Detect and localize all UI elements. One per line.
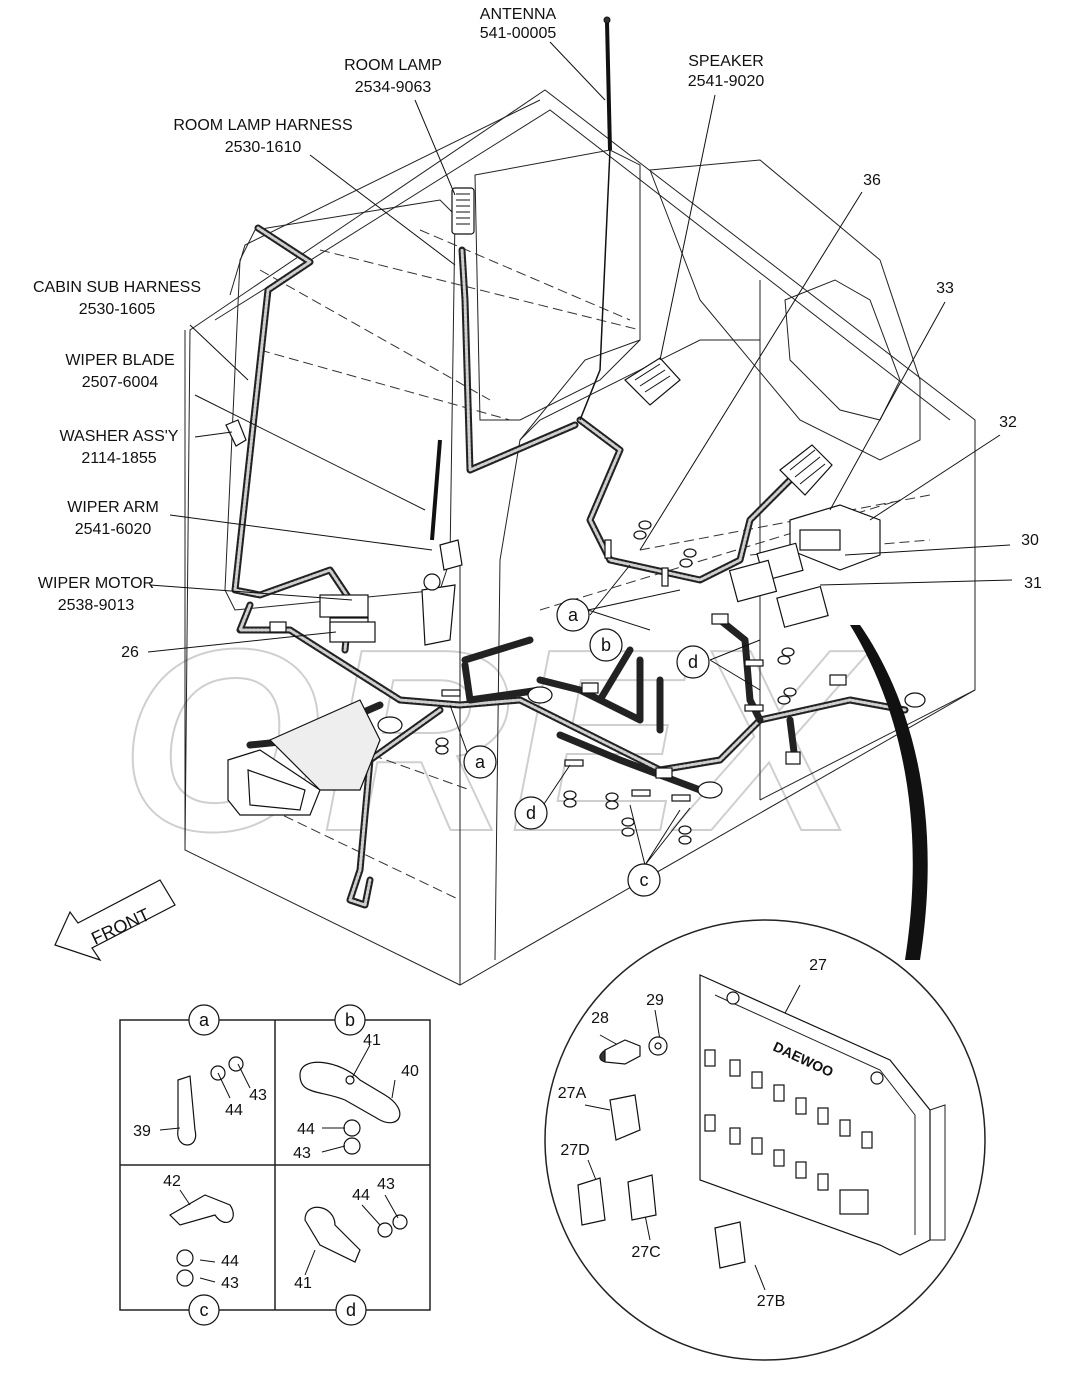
part-27c: 27C <box>631 1244 660 1261</box>
part-40: 40 <box>401 1063 419 1080</box>
components <box>225 16 926 845</box>
watermark-text: OREX <box>120 596 870 886</box>
part-27b: 27B <box>757 1293 785 1310</box>
room-lamp-harness-part-number: 2530-1610 <box>225 139 302 156</box>
washer-assy-label: WASHER ASS'Y <box>60 428 179 445</box>
part-27a: 27A <box>558 1085 587 1102</box>
wiper-motor-label: WIPER MOTOR <box>38 575 154 592</box>
speaker-left <box>624 357 681 406</box>
callouts: a a b d d c a b c d <box>188 598 710 1326</box>
callout-d-2: d <box>526 803 536 823</box>
part-44-c: 44 <box>221 1253 239 1270</box>
clamp-detail-table <box>119 1019 431 1311</box>
callout-d-1: d <box>688 652 698 672</box>
antenna-label: ANTENNA <box>480 6 557 23</box>
part-44-a: 44 <box>225 1102 243 1119</box>
room-lamp-harness-label: ROOM LAMP HARNESS <box>173 117 352 134</box>
wiper-arm-part-number: 2541-6020 <box>75 521 152 538</box>
callout-c-1: c <box>640 870 649 890</box>
part-36: 36 <box>863 172 881 189</box>
speaker-right <box>779 444 833 496</box>
antenna-part-number: 541-00005 <box>480 25 557 42</box>
wiper-arm-label: WIPER ARM <box>67 499 159 516</box>
part-44-d: 44 <box>352 1187 370 1204</box>
wiper-motor-part-number: 2538-9013 <box>58 597 135 614</box>
part-29: 29 <box>646 992 664 1009</box>
callout-d-table: d <box>346 1300 356 1320</box>
part-31: 31 <box>1024 575 1042 592</box>
callout-b-table: b <box>345 1010 355 1030</box>
speaker-part-number: 2541-9020 <box>688 73 765 90</box>
part-26: 26 <box>121 644 139 661</box>
part-43-d: 43 <box>377 1176 395 1193</box>
wiper-motor-part <box>319 594 369 618</box>
callout-b-1: b <box>601 635 611 655</box>
cabin-sub-harness-label: CABIN SUB HARNESS <box>33 279 201 296</box>
room-lamp-label: ROOM LAMP <box>344 57 442 74</box>
part-44-b: 44 <box>297 1121 315 1138</box>
detail-arrow <box>850 625 928 960</box>
speaker-label: SPEAKER <box>688 53 764 70</box>
room-lamp-part-number: 2534-9063 <box>355 79 432 96</box>
callout-a-table: a <box>199 1010 210 1030</box>
callout-c-table: c <box>200 1300 209 1320</box>
part-27d: 27D <box>560 1142 589 1159</box>
front-arrow: FRONT <box>54 879 176 962</box>
callout-a-2: a <box>475 752 486 772</box>
part-41-b: 41 <box>363 1032 381 1049</box>
part-33: 33 <box>936 280 954 297</box>
part-28: 28 <box>591 1010 609 1027</box>
watermark: OREX <box>119 595 871 887</box>
room-lamp-part <box>451 187 475 235</box>
wiper-blade-label: WIPER BLADE <box>65 352 174 369</box>
cabin-sub-harness-part-number: 2530-1605 <box>79 301 156 318</box>
part-39: 39 <box>133 1123 151 1140</box>
wiper-blade-part-number: 2507-6004 <box>82 374 159 391</box>
part-labels: ANTENNA 541-00005 ROOM LAMP 2534-9063 RO… <box>33 6 1042 1310</box>
fuse-box-detail: DAEWOO <box>544 919 986 1361</box>
part-43-b: 43 <box>293 1145 311 1162</box>
part-30: 30 <box>1021 532 1039 549</box>
part-43-c: 43 <box>221 1275 239 1292</box>
callout-a-1: a <box>568 605 579 625</box>
part-43-a: 43 <box>249 1087 267 1104</box>
leader-lines <box>147 41 1013 1291</box>
part-32: 32 <box>999 414 1017 431</box>
part-27: 27 <box>809 957 827 974</box>
washer-assy-part-number: 2114-1855 <box>81 450 156 467</box>
part-41-d: 41 <box>294 1275 312 1292</box>
part-42: 42 <box>163 1173 181 1190</box>
